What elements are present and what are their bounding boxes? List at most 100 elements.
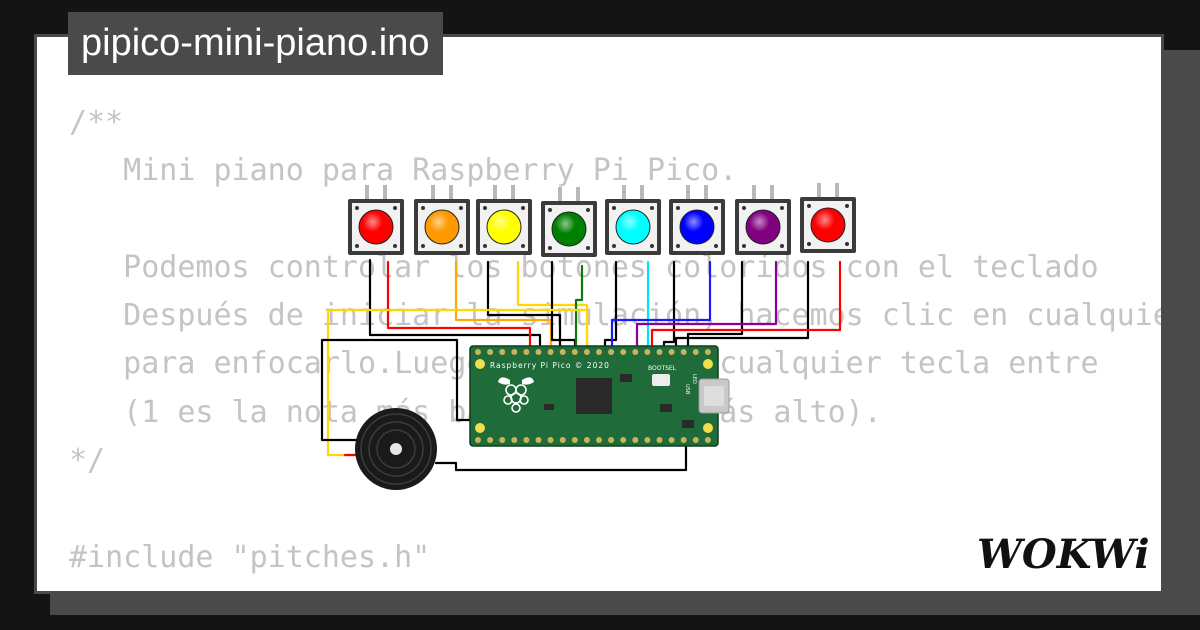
usb-label: USB [684,384,690,395]
button-leg [686,185,690,199]
wokwi-logo-text: WOKWi [977,531,1150,578]
pico-pin [571,349,578,355]
wire [686,260,744,354]
button-leg [835,183,839,197]
pushbutton-6[interactable] [669,185,725,255]
pushbutton-3[interactable] [476,185,532,255]
pushbutton-8[interactable] [800,183,856,253]
wire [650,260,842,354]
pico-pin [547,349,554,355]
pico-pin [644,349,651,355]
pico-silkscreen-label: Raspberry Pi Pico © 2020 [490,361,610,370]
pico-pin [547,437,554,443]
button-leg [493,185,497,199]
pico-pin [523,437,530,443]
pico-pin [704,437,711,443]
raspberry-pi-pico[interactable]: Raspberry Pi Pico © 2020 BOOTSEL LED USB [469,345,730,447]
pico-pin [523,349,530,355]
pushbutton-4[interactable] [541,187,597,257]
wire [662,260,676,354]
wire [610,260,712,354]
button-leg [511,185,515,199]
pico-pin [596,437,602,443]
pushbutton-7[interactable] [735,185,791,255]
pico-pin [559,437,566,443]
wire [486,260,562,354]
pico-pin [656,349,663,355]
pico-pin [583,437,590,443]
button-leg [431,185,435,199]
pico-pin [632,437,639,443]
pico-pin [704,349,711,355]
pico-pin [608,349,615,355]
rp2040-chip [576,378,612,414]
wire [674,260,810,354]
button-leg [365,185,369,199]
button-leg [622,185,626,199]
pico-pin [499,349,506,355]
pushbuttons [348,183,856,257]
code-line: Podemos controlar los botones coloridos … [69,249,1099,285]
wokwi-logo: WOKWi [977,531,1150,578]
pushbutton-2[interactable] [414,185,470,255]
pico-pin [656,437,663,443]
button-leg [770,185,774,199]
pico-pin [644,437,651,443]
wire [368,258,542,354]
wire [574,264,584,354]
pico-pin [620,349,627,355]
bootsel-label: BOOTSEL [648,365,677,372]
raspberry-logo-icon [498,377,534,413]
pico-pin [511,349,518,355]
code-line: /** [69,105,124,140]
pico-pin [680,437,687,443]
pico-pins [475,349,711,443]
wire [550,260,577,354]
button-leg [383,185,387,199]
pico-pin [583,349,590,355]
pico-pin [559,349,566,355]
pico-pin [596,349,602,355]
code-line: */ [69,443,106,479]
pico-pin [620,437,627,443]
pico-pin [608,437,615,443]
pico-pin [692,437,699,443]
wire [386,260,532,354]
button-leg [704,185,708,199]
pico-pin [632,349,639,355]
pico-pin [571,437,578,443]
wire [326,308,589,457]
wire [635,260,778,354]
mounting-hole [703,423,713,433]
code-card: /** Mini piano para Raspberry Pi Pico. P… [34,34,1164,594]
pico-pin [487,349,494,355]
bootsel-button[interactable] [652,374,670,386]
button-leg [817,183,821,197]
piezo-buzzer[interactable] [355,408,437,490]
button-leg [752,185,756,199]
button-leg [640,185,644,199]
buzzer-center [390,443,402,455]
pico-pin [535,349,542,355]
pico-pin [511,437,518,443]
button-leg [449,185,453,199]
button-leg [576,187,580,201]
pico-pin [499,437,506,443]
wire [454,260,553,354]
pico-pin [475,349,481,355]
pushbutton-1[interactable] [348,185,404,255]
pico-pin [487,437,494,443]
code-line: #include "pitches.h" [69,539,431,575]
pico-pin [668,349,675,355]
pushbutton-5[interactable] [605,185,661,255]
led-label: LED [691,374,697,384]
pico-pin [668,437,675,443]
project-title: pipico-mini-piano.ino [68,12,443,75]
button-leg [558,187,562,201]
mounting-hole [475,423,485,433]
mounting-hole [703,359,713,369]
pico-pin [535,437,542,443]
pico-pin [692,349,699,355]
mounting-hole [475,359,485,369]
